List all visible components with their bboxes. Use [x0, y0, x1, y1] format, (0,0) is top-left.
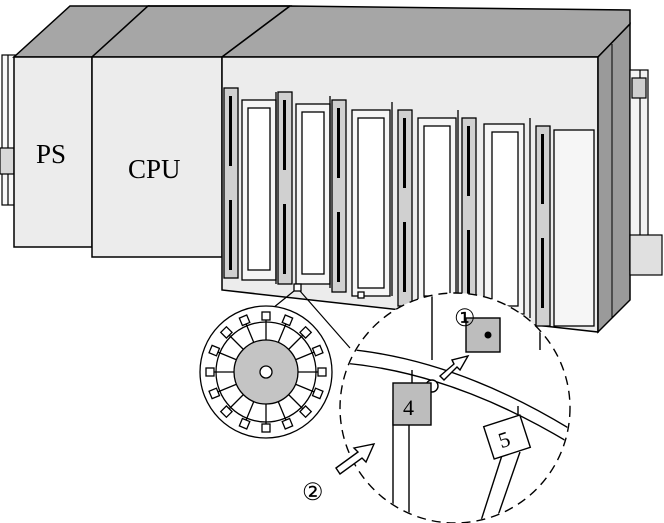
key-4-label: 4: [403, 395, 414, 420]
io-top-face: [219, 5, 631, 58]
wheel-tab: [299, 325, 313, 339]
wheel-spoke: [245, 323, 255, 343]
terminal-strips: [229, 96, 544, 308]
wheel-spoke: [277, 323, 287, 343]
wheel-spoke: [217, 351, 237, 361]
wheel-tab: [311, 344, 324, 357]
wheel-spoke: [277, 401, 287, 421]
io-module-3: [331, 99, 393, 297]
wheel-tab: [299, 405, 313, 419]
arrow-2: [335, 443, 376, 475]
wheel-tab: [219, 325, 233, 339]
wheel-spoke: [228, 394, 244, 410]
wheel-spoke: [295, 351, 315, 361]
coding-wheel: [199, 305, 333, 439]
wheel-tab: [311, 387, 324, 400]
coding-key-4: [392, 382, 432, 426]
coding-key-5: [482, 414, 532, 460]
callout-2: ②: [302, 480, 324, 506]
wheel-tab: [219, 405, 233, 419]
wheel-tab: [208, 344, 221, 357]
io-module-1: [223, 87, 277, 284]
io-modules: [223, 87, 595, 327]
wheel-tab: [238, 417, 251, 430]
callout-1: ①: [454, 306, 476, 332]
wheel-tab: [281, 314, 294, 327]
wheel-tab: [238, 314, 251, 327]
mounting-rail-right: [629, 69, 663, 276]
arrow-1: [438, 354, 470, 381]
wheel-spoke: [245, 401, 255, 421]
cpu-module: [91, 56, 223, 258]
ps-label: PS: [36, 139, 66, 169]
io-module-2: [277, 91, 331, 288]
coding-key-1: [465, 317, 501, 353]
io-module-4: [397, 109, 459, 307]
wheel-tab: [205, 367, 215, 377]
wheel-spokes: [205, 311, 327, 433]
wheel-spoke: [217, 383, 237, 393]
wheel-spoke: [295, 383, 315, 393]
wheel-tab: [281, 417, 294, 430]
wheel-tab: [208, 387, 221, 400]
wheel-spoke: [228, 334, 244, 350]
wheel-tab: [261, 423, 271, 433]
cpu-label: CPU: [128, 154, 181, 184]
wheel-tab: [261, 311, 271, 321]
wheel-tab: [317, 367, 327, 377]
wheel-spoke: [288, 394, 304, 410]
io-module-5: [461, 117, 531, 318]
rack-side-face: [597, 22, 631, 334]
magnified-detail: 4 5 ① ②: [302, 292, 571, 523]
io-module-6: [535, 125, 595, 327]
wheel-spoke: [288, 334, 304, 350]
